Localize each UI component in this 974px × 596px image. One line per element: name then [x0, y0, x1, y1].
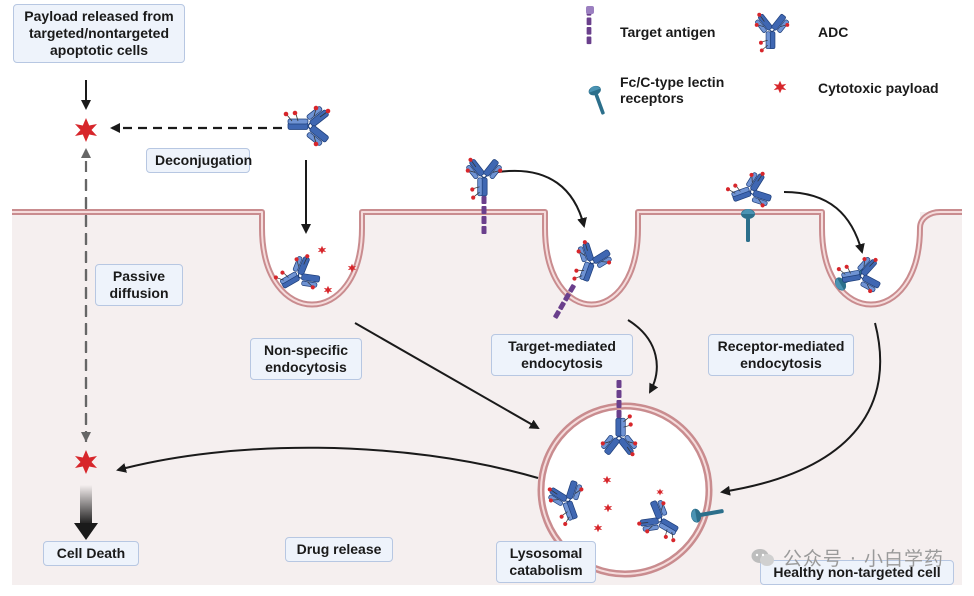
- legend-target-antigen: Target antigen: [620, 24, 716, 40]
- arrow-receptor-binding: [783, 191, 865, 254]
- legend-fc-receptor: Fc/C-type lectin receptors: [620, 74, 725, 106]
- legend-antigen-cap: [586, 6, 594, 14]
- arrow-target-binding: [497, 169, 587, 228]
- drug-release-label: Drug release: [285, 537, 393, 562]
- cell-death-arrow-head: [74, 523, 98, 540]
- payload-star-icon: [317, 245, 327, 255]
- legend-adc: ADC: [818, 24, 849, 40]
- antibody-icon: [566, 238, 617, 291]
- legend-payload: Cytotoxic payload: [818, 80, 939, 96]
- non-specific-endocytosis-label: Non-specific endocytosis: [250, 338, 362, 380]
- lysosome: [537, 402, 713, 578]
- cell-death-arrow-shaft: [80, 485, 92, 525]
- passive-diffusion-label: Passive diffusion: [95, 264, 183, 306]
- healthy-cell-label: Healthy non-targeted cell: [760, 560, 954, 585]
- payload-released-label: Payload released from targeted/nontarget…: [13, 4, 185, 63]
- deconjugation-label: Deconjugation: [146, 148, 252, 173]
- wechat-icon: [751, 549, 774, 566]
- antibody-icon: [284, 105, 331, 148]
- cell-death-label: Cell Death: [43, 541, 139, 566]
- legend-payload-icon: [773, 80, 787, 94]
- legend-receptor-icon: [587, 84, 610, 117]
- payload-star-icon: [75, 118, 97, 142]
- receptor-mediated-endocytosis-label: Receptor-mediated endocytosis: [708, 334, 854, 376]
- arrow-nonspecific-to-lysosome: [354, 322, 540, 429]
- arrow-receptor-to-lysosome: [720, 322, 882, 496]
- watermark: 公众号 · 小白学药: [751, 544, 944, 571]
- payload-star-icon: [323, 285, 333, 295]
- drug-release-arrow: [116, 446, 539, 479]
- legend-adc-icon: [754, 13, 790, 53]
- arrow-target-to-lysosome: [627, 319, 659, 394]
- antibody-icon: [465, 158, 504, 200]
- lysosomal-catabolism-label: Lysosomal catabolism: [496, 541, 596, 583]
- target-mediated-endocytosis-label: Target-mediated endocytosis: [491, 334, 633, 376]
